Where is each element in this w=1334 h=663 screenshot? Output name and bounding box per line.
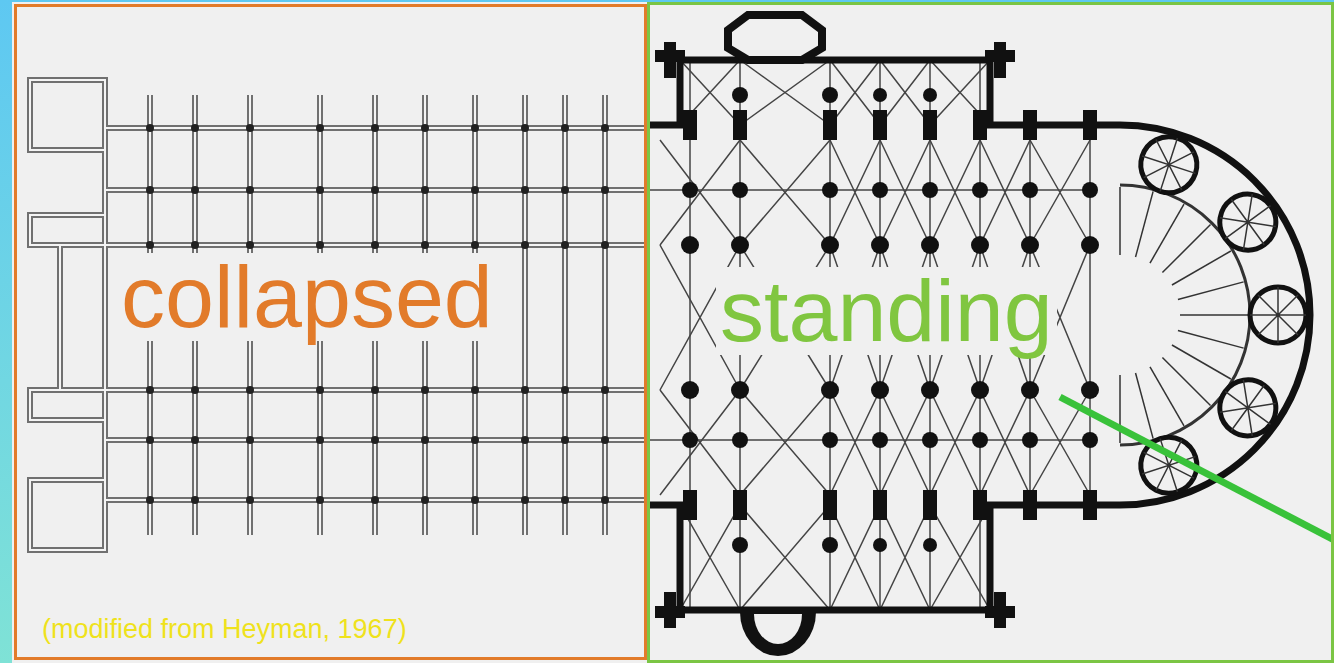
standing-region: standing [647, 2, 1334, 663]
leader-line [1060, 397, 1334, 540]
collapsed-region: collapsed [14, 4, 647, 660]
source-note: (modified from Heyman, 1967) [38, 616, 411, 643]
region-label: standing [716, 267, 1057, 355]
region-label: collapsed [117, 253, 497, 341]
source-note-holder: (modified from Heyman, 1967) [38, 616, 411, 643]
